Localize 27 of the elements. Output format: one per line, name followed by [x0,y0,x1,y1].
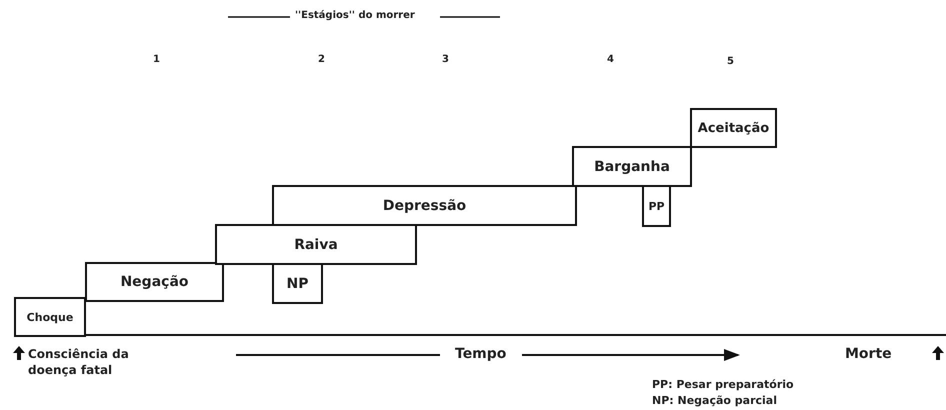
stage-label: NP [286,276,308,292]
start-label: Consciência da doença fatal [28,346,130,378]
stage-label: Aceitação [698,120,770,136]
axis-label: Tempo [455,346,506,362]
stage-number: 3 [442,54,449,65]
stage-box [690,108,777,148]
stage-number: 2 [318,54,325,65]
stage-box [14,297,86,337]
stage-label: Choque [26,310,74,324]
stage-number: 1 [153,54,160,65]
end-label: Morte [845,346,892,362]
sub-stage-box [272,263,323,304]
stage-label: PP [648,200,665,212]
legend-note: PP: Pesar preparatório [652,378,794,391]
stage-number: 5 [727,56,734,67]
sub-stage-box [642,185,671,227]
stage-label: Barganha [594,158,670,174]
legend-note: NP: Negação parcial [652,394,777,407]
stage-box [272,185,577,226]
stage-label: Depressão [382,198,466,214]
stage-box [572,146,692,187]
stage-box [215,224,417,265]
stage-box [85,262,224,302]
chart-title: ''Estágios'' do morrer [295,10,415,21]
stage-label: Negação [120,274,189,290]
stage-number: 4 [607,54,614,65]
stage-label: Raiva [294,236,338,252]
